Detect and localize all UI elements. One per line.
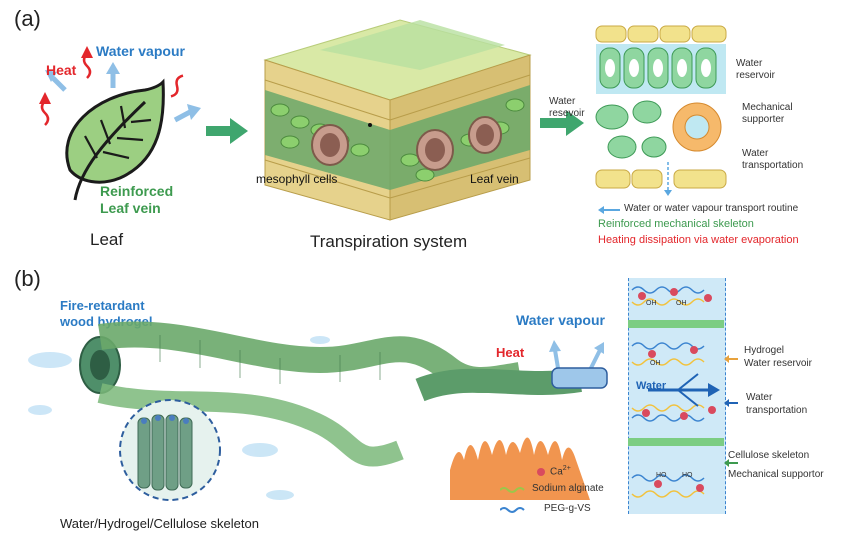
leaf-water-vapour-label: Water vapour (96, 43, 185, 59)
legend-peg: PEG-g-VS (544, 503, 591, 514)
peg-icon (500, 507, 525, 513)
cellulose-label-1: Cellulose skeleton (728, 450, 810, 461)
transpiration-block (263, 19, 532, 221)
leaf-veins (84, 105, 152, 160)
green-arrow-icon (206, 118, 248, 144)
schematic-content (628, 286, 724, 498)
heat-arrowhead-icon (81, 46, 93, 58)
heat-wave-icon (170, 74, 184, 98)
panel-a-label: (a) (14, 6, 41, 31)
legend-alginate: Sodium alginate (532, 483, 604, 494)
leaf-vein-label-2: Leaf vein (100, 200, 161, 216)
xs-water-reservoir-1: Water (736, 58, 763, 69)
cellulose-label-2: Mechanical supportor (728, 469, 824, 480)
panel-b-label: (b) (14, 266, 41, 291)
b-water-transport-2: transportation (746, 405, 808, 416)
routine-arrow-icon (598, 206, 620, 214)
xs-water-reservoir-2: reservoir (736, 70, 775, 81)
hydrogel-label-2: Water reservoir (744, 358, 812, 369)
oh-label: OH (650, 360, 661, 367)
heat-wave-icon (40, 100, 50, 126)
ho-label: HO (682, 472, 693, 479)
leaf-vein-label-1: Reinforced (100, 183, 174, 199)
leaf-stem (73, 100, 147, 201)
leaf-vein-label: Leaf vein (470, 172, 519, 186)
vapour-arrow-icon (51, 76, 67, 92)
heat-arrowhead-icon (39, 92, 51, 104)
legend-ca: Ca2+ (550, 465, 571, 478)
legend-heating: Heating dissipation via water evaporatio… (598, 234, 799, 246)
leaf-illustration (39, 46, 201, 201)
legend-routine: Water or water vapour transport routine (624, 203, 799, 214)
b-heat-label: Heat (496, 345, 525, 360)
b-water-transport-1: Water (746, 392, 773, 403)
pointer-arrow-icon (724, 459, 738, 467)
transpiration-caption: Transpiration system (310, 232, 468, 251)
skeleton-caption: Water/Hydrogel/Cellulose skeleton (60, 516, 259, 531)
schematic-water-label: Water (636, 380, 667, 392)
xs-mech-supporter-1: Mechanical (742, 102, 793, 113)
ca-icon (537, 468, 545, 476)
ho-label: HO (656, 472, 667, 479)
xs-water-resevoir-2: resevoir (549, 108, 585, 119)
xs-water-transport-1: Water (742, 148, 769, 159)
hydrogel-ribbon (28, 321, 590, 501)
xs-water-transport-2: transportation (742, 160, 804, 171)
vapour-arrows-icon (549, 340, 608, 389)
legend-skeleton: Reinforced mechanical skeleton (598, 218, 754, 230)
alginate-icon (500, 487, 525, 493)
leaf-caption: Leaf (90, 230, 124, 249)
green-arrow-icon (540, 110, 584, 136)
pointer-arrow-icon (724, 399, 738, 407)
pointer-arrow-icon (724, 355, 738, 363)
leaf-cross-section (594, 24, 730, 196)
leaf-heat-label: Heat (46, 62, 77, 78)
xs-mech-supporter-2: supporter (742, 114, 785, 125)
fire-retardant-label-1: Fire-retardant (60, 298, 145, 313)
hydrogel-label-1: Hydrogel (744, 345, 785, 356)
oh-label: OH (646, 300, 657, 307)
xs-water-resevoir-1: Water (549, 96, 576, 107)
b-water-vapour-label: Water vapour (516, 312, 605, 328)
oh-label: OH (676, 300, 687, 307)
mesophyll-cells-label: mesophyll cells (256, 172, 338, 186)
vapour-arrow-icon (173, 109, 192, 123)
